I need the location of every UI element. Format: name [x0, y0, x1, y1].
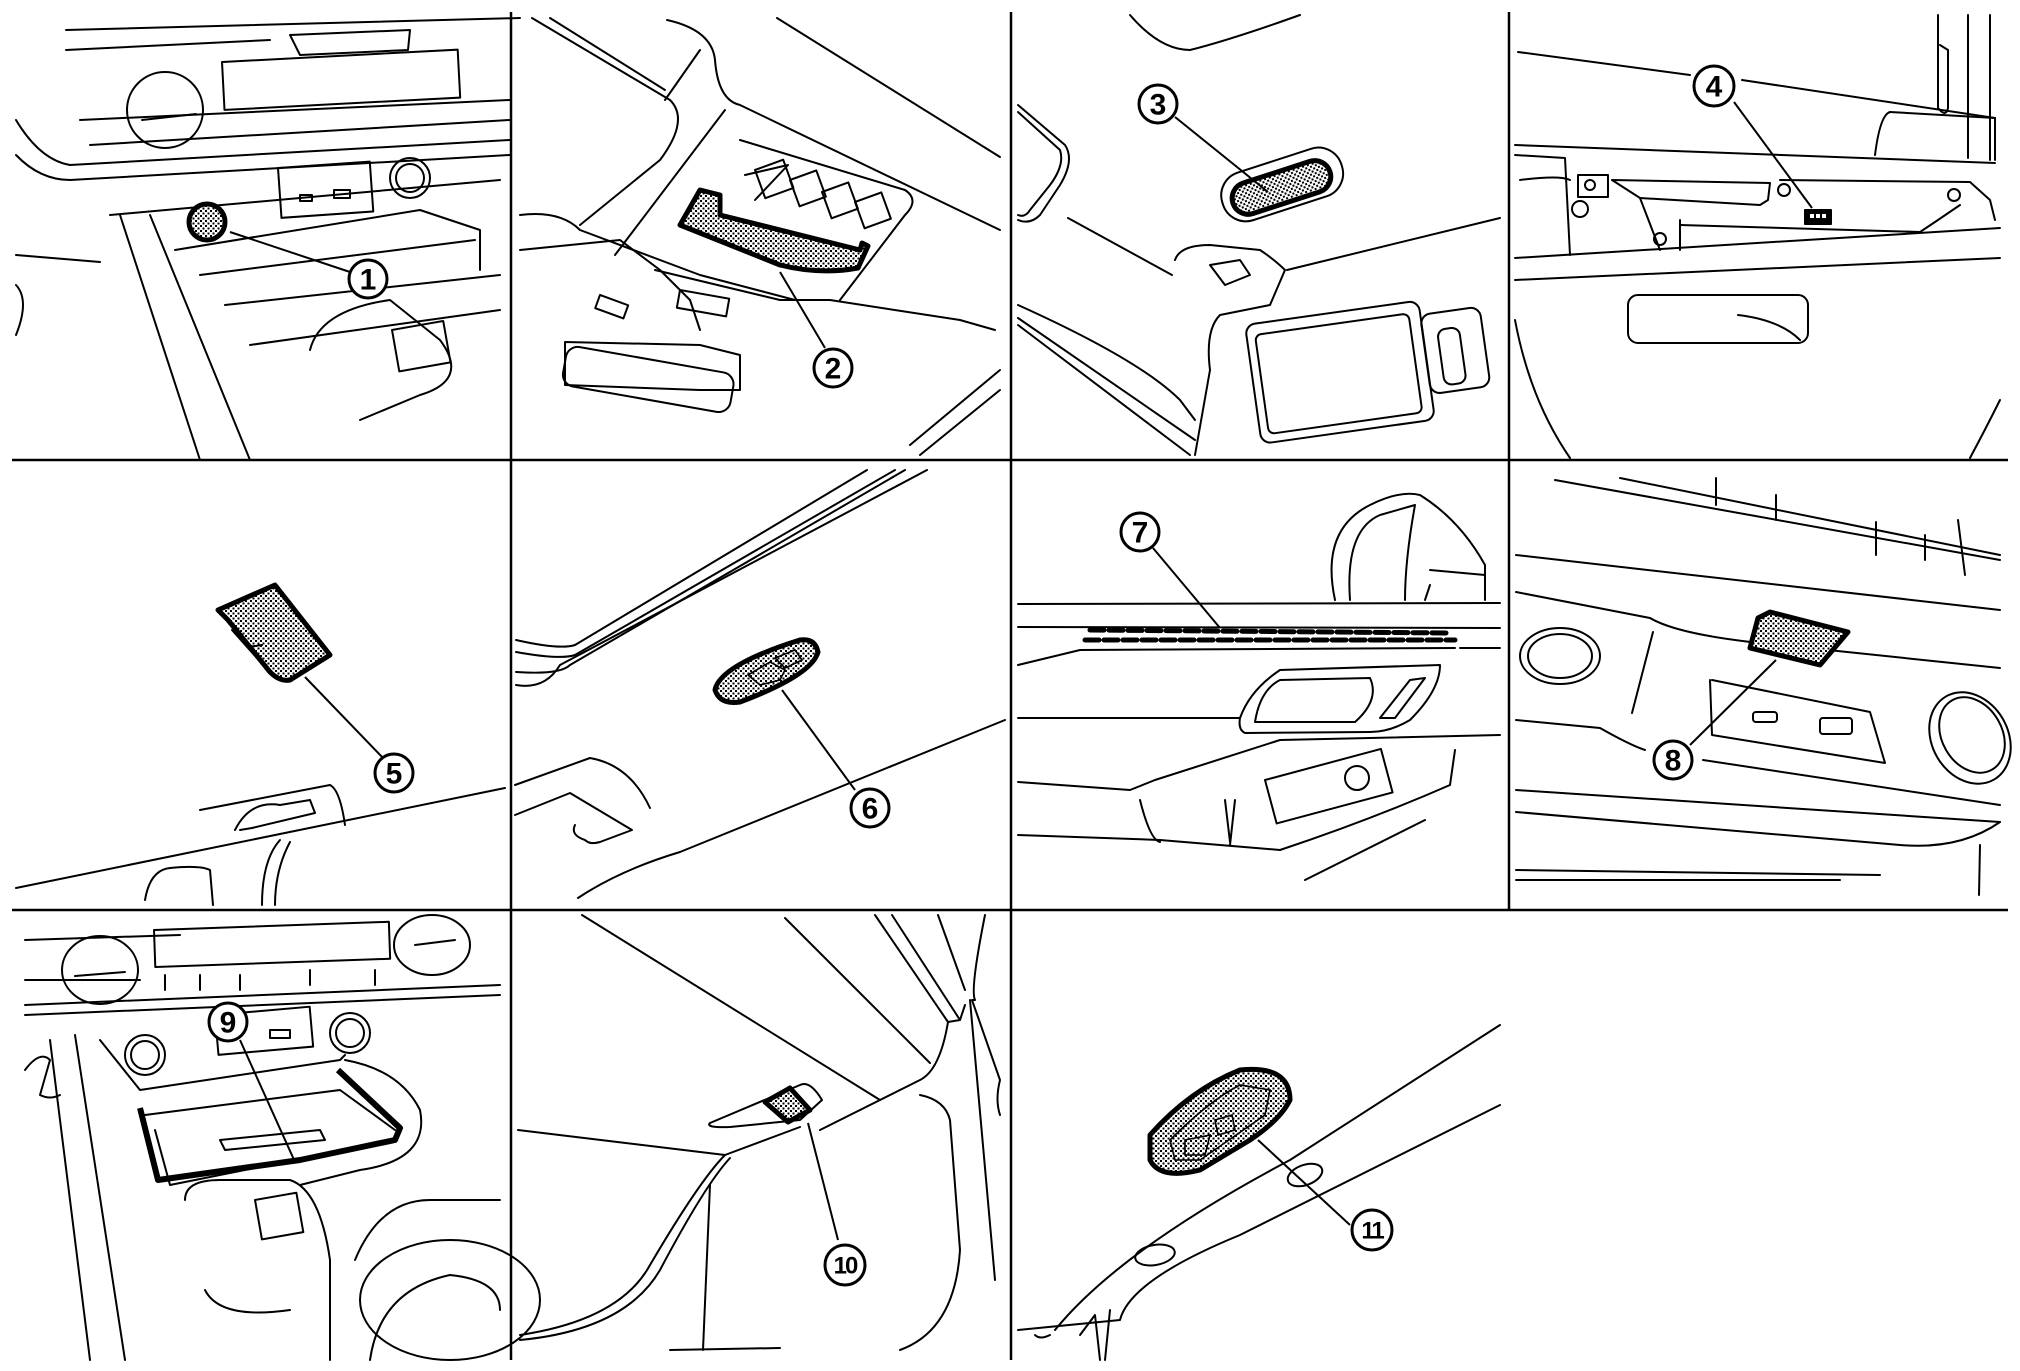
- panel-9: 9: [24, 914, 541, 1361]
- component-9-highlight: [137, 1067, 403, 1183]
- component-6-highlight: [712, 637, 821, 705]
- svg-text:7: 7: [1132, 517, 1149, 550]
- panel-7: 7: [1017, 492, 1501, 881]
- panel-grid: [12, 12, 2008, 1360]
- svg-text:5: 5: [386, 758, 403, 791]
- panel-3: 3: [1017, 14, 1501, 456]
- svg-text:11: 11: [1361, 1218, 1384, 1245]
- component-8-highlight: [1747, 609, 1851, 668]
- component-3-highlight: [1229, 158, 1334, 217]
- panel-5: 5: [15, 582, 506, 906]
- svg-text:4: 4: [1706, 71, 1723, 104]
- callout-10: 10: [823, 1243, 867, 1287]
- component-2-highlight: [677, 187, 871, 274]
- svg-text:10: 10: [834, 1253, 858, 1280]
- panel-6: 6: [514, 469, 1006, 899]
- panel-10: 10: [517, 914, 1001, 1351]
- svg-text:1: 1: [360, 264, 377, 297]
- callout-4: 4: [1692, 64, 1736, 108]
- callout-9: 9: [207, 1001, 249, 1043]
- callout-5: 5: [373, 752, 415, 794]
- panel-8: 8: [1515, 477, 2012, 896]
- callout-1: 1: [347, 258, 389, 300]
- svg-text:6: 6: [862, 793, 879, 826]
- svg-text:8: 8: [1665, 745, 1682, 778]
- callout-8: 8: [1652, 739, 1694, 781]
- svg-text:2: 2: [825, 353, 842, 386]
- svg-text:3: 3: [1150, 89, 1167, 122]
- component-7-highlight: [1087, 627, 1453, 636]
- panel-1: 1: [15, 17, 521, 461]
- callout-3: 3: [1137, 83, 1179, 125]
- component-11-highlight: [1147, 1066, 1293, 1176]
- callout-6: 6: [849, 787, 891, 829]
- panel-11: 11: [1017, 1024, 1501, 1361]
- callout-2: 2: [812, 347, 854, 389]
- svg-text:9: 9: [220, 1007, 237, 1040]
- callout-11: 11: [1350, 1208, 1394, 1252]
- component-1-highlight: [186, 201, 228, 243]
- component-10-highlight: [762, 1085, 813, 1125]
- callout-7: 7: [1119, 511, 1161, 553]
- panel-2: 2: [519, 17, 1001, 456]
- panel-4: 4: [1514, 14, 2001, 459]
